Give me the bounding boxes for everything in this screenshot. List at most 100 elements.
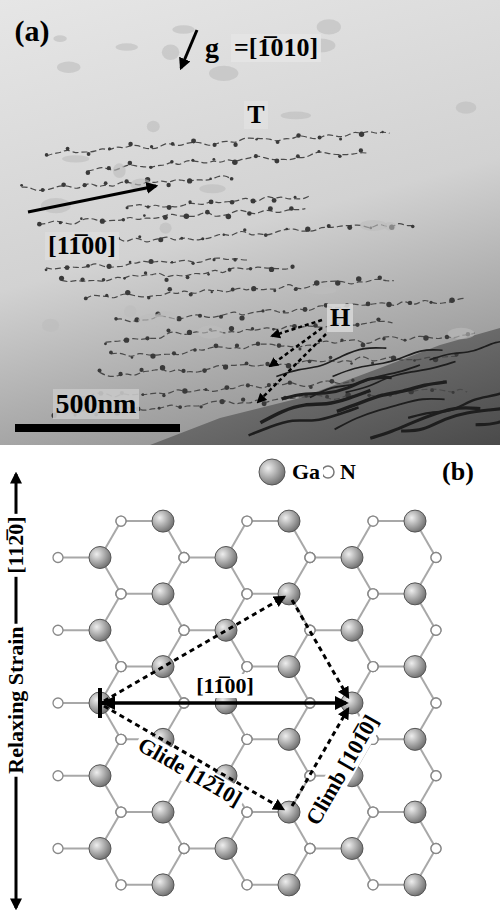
defect-dot <box>347 225 352 230</box>
defect-dot <box>430 388 434 392</box>
n-atom <box>242 516 252 526</box>
glide-climb-arrows <box>104 597 348 809</box>
defect-dot <box>142 393 145 396</box>
defect-dot <box>80 277 84 281</box>
defect-dot <box>150 145 153 148</box>
bend-contour <box>276 348 386 377</box>
defect-dot <box>171 142 175 146</box>
bend-contour <box>310 365 420 398</box>
defect-dot <box>158 407 161 410</box>
n-atom <box>431 771 441 781</box>
n-atom <box>368 589 378 599</box>
region-letter: H <box>327 304 353 333</box>
defect-dot <box>273 289 276 292</box>
direction-index: =[1̅010] <box>231 34 321 63</box>
ga-atom <box>89 619 111 641</box>
defect-dot <box>86 170 91 175</box>
defect-dot <box>318 135 322 139</box>
atom-key: N <box>337 460 359 484</box>
defect-dot <box>86 264 90 268</box>
defect-dot <box>235 344 239 348</box>
defect-dot <box>84 296 88 300</box>
ga-atom <box>278 728 300 750</box>
defect-dot <box>98 368 102 372</box>
defect-dot <box>211 291 213 293</box>
n-atom <box>116 807 126 817</box>
n-atom <box>368 880 378 890</box>
bend-contour <box>370 408 480 438</box>
n-atom <box>368 662 378 672</box>
defect-dot <box>87 152 91 156</box>
n-legend-atom <box>322 466 334 478</box>
ga-atom <box>152 801 174 823</box>
n-atom <box>116 807 126 817</box>
ga-atom <box>404 656 426 678</box>
defect-dot <box>114 317 118 321</box>
n-atom <box>305 843 315 853</box>
dislocation-line <box>111 333 475 356</box>
defect-dot <box>109 351 113 355</box>
dislocation-line <box>127 196 309 207</box>
defect-dot <box>382 337 385 340</box>
defect-dot <box>317 150 320 153</box>
defect-dot <box>411 225 415 229</box>
defect-dot <box>224 385 229 390</box>
defect-dot <box>65 265 70 270</box>
defect-dot <box>359 132 364 137</box>
defect-dot <box>205 210 210 215</box>
defect-dot <box>338 155 342 159</box>
contrast-blob <box>209 66 238 81</box>
defect-dot <box>147 205 150 208</box>
ga-atom <box>152 510 174 532</box>
defect-dot <box>386 302 391 307</box>
contrast-blob <box>53 35 66 42</box>
contrast-blob <box>124 305 136 317</box>
defect-dot <box>128 161 133 166</box>
n-atom <box>179 553 189 563</box>
defect-dot <box>160 365 165 370</box>
defect-dot <box>231 288 235 292</box>
n-atom <box>431 698 441 708</box>
contrast-blob <box>317 19 341 34</box>
dislocation-symbol <box>100 688 112 718</box>
defect-dot <box>191 262 194 265</box>
defect-dot <box>214 343 219 348</box>
defect-dot <box>144 271 147 274</box>
n-atom <box>179 552 189 562</box>
defect-dot <box>123 277 126 280</box>
n-atom <box>116 734 126 744</box>
contrast-blob <box>199 184 225 193</box>
defect-dot <box>243 228 246 231</box>
defect-dot <box>285 228 288 231</box>
defect-dot <box>180 237 183 240</box>
defect-dot <box>359 148 363 152</box>
n-atom <box>242 880 252 890</box>
defect-dot <box>105 294 108 297</box>
ga-atom <box>404 510 426 532</box>
n-atom <box>242 589 252 599</box>
defect-dot <box>108 147 111 150</box>
defect-dot <box>118 372 122 376</box>
defect-dot <box>128 142 133 147</box>
ga-atom <box>278 583 300 605</box>
n-atom <box>179 625 189 635</box>
defect-dot <box>80 217 83 220</box>
defect-dot <box>201 237 204 240</box>
contrast-blob <box>172 25 194 34</box>
panel-letter: (b) <box>439 458 477 487</box>
defect-dot <box>251 286 256 291</box>
defect-dot <box>223 233 225 235</box>
defect-dot <box>246 383 250 387</box>
n-atom <box>431 771 441 781</box>
contrast-blob <box>456 102 477 114</box>
defect-dot <box>191 138 196 143</box>
ga-atom <box>215 837 237 859</box>
n-atom <box>305 552 315 562</box>
defect-dot <box>361 343 366 348</box>
n-atom <box>116 734 126 744</box>
defect-dot <box>149 166 152 169</box>
defect-dot <box>355 323 359 327</box>
n-atom <box>116 807 126 817</box>
contrast-blob <box>113 163 126 178</box>
n-atom <box>116 880 126 890</box>
